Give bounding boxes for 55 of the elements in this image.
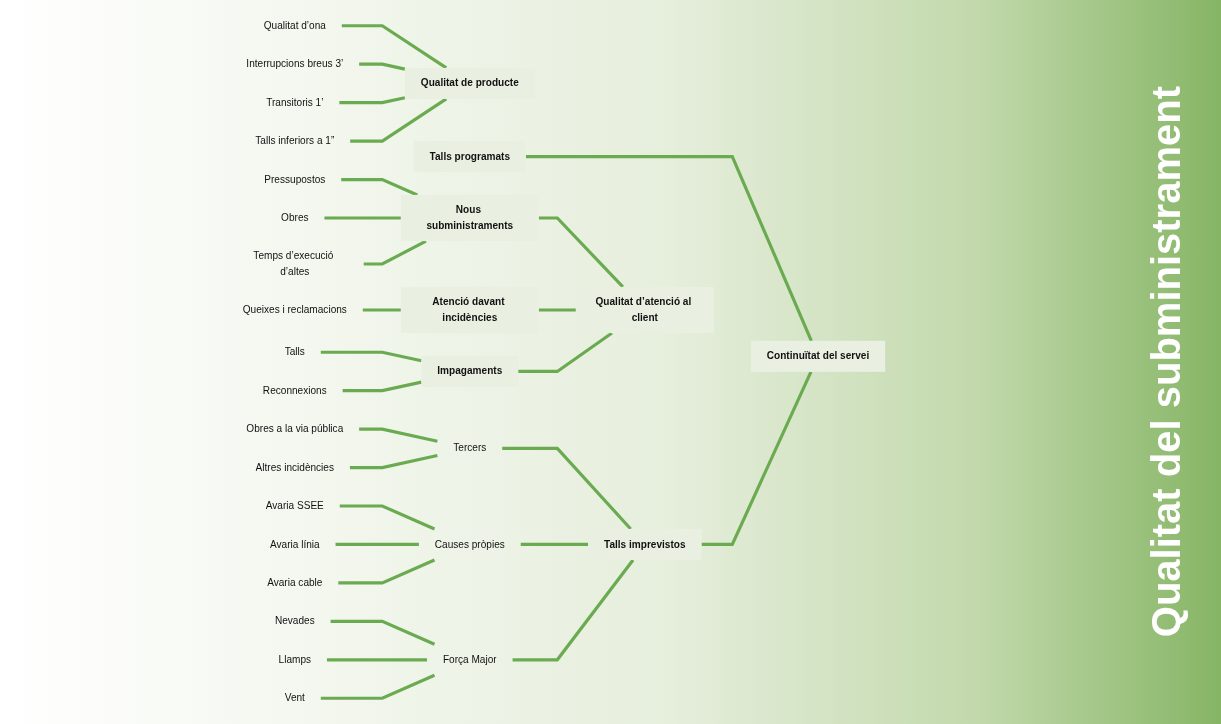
connector (512, 559, 635, 662)
connector (518, 331, 613, 374)
connector (339, 96, 406, 105)
node-box: Atenció davant incidències (400, 286, 539, 334)
connector (326, 658, 427, 662)
connector (341, 177, 418, 197)
connector (525, 154, 813, 342)
node-text: Temps d’execució d’altes (253, 250, 334, 277)
node-box: Qualitat d’atenció al client (575, 286, 714, 334)
connector (362, 308, 401, 312)
node-text: Causes pròpies (434, 538, 505, 550)
connector (324, 216, 401, 220)
connector (338, 558, 436, 585)
connector (320, 350, 422, 363)
node-box: Impagaments (421, 355, 519, 387)
connector (335, 542, 419, 547)
node-box: Continuïtat del servei (750, 340, 886, 372)
node-text: Llamps (278, 653, 312, 665)
connector (320, 673, 436, 700)
node-text: Qualitat d’ona (263, 19, 326, 31)
node-text: Tercers (453, 442, 487, 454)
connector (502, 446, 632, 530)
node-text: Talls (284, 346, 305, 358)
connector (359, 62, 406, 71)
connector (341, 24, 448, 70)
node-text: Força Major (442, 653, 497, 665)
title: Qualitat del subministrament (1145, 86, 1187, 638)
connector (342, 380, 422, 393)
node-text: Obres (281, 212, 309, 224)
connector (520, 542, 589, 547)
node-text: Vent (284, 692, 305, 704)
node-text: Transitoris 1’ (266, 96, 324, 108)
connector (350, 97, 448, 143)
connector (363, 239, 427, 266)
node-text: Obres a la via pública (246, 423, 344, 435)
connector (538, 308, 576, 312)
node-text: Queixes i reclamacions (242, 304, 347, 316)
connector (339, 504, 436, 531)
node-text: Reconnexions (262, 384, 327, 396)
node-text: Pressupostos (264, 173, 326, 185)
connector (330, 619, 436, 646)
node-text: Avaria línia (269, 538, 320, 550)
node-text: Avaria SSEE (265, 500, 324, 512)
node-box: Talls imprevistos (588, 528, 702, 560)
connector (359, 427, 438, 443)
node-text: Talls inferiors a 1” (255, 135, 335, 147)
node-text: Altres incidències (255, 461, 334, 473)
connector (349, 453, 438, 470)
node-text: Nevades (274, 615, 315, 627)
connector (701, 371, 813, 547)
node-box: Talls programats (413, 141, 526, 173)
node-box: Nous subministraments (400, 194, 539, 242)
connector (538, 216, 624, 289)
node-text: Interrupcions breus 3’ (246, 58, 344, 70)
node-text: Avaria cable (267, 576, 323, 589)
